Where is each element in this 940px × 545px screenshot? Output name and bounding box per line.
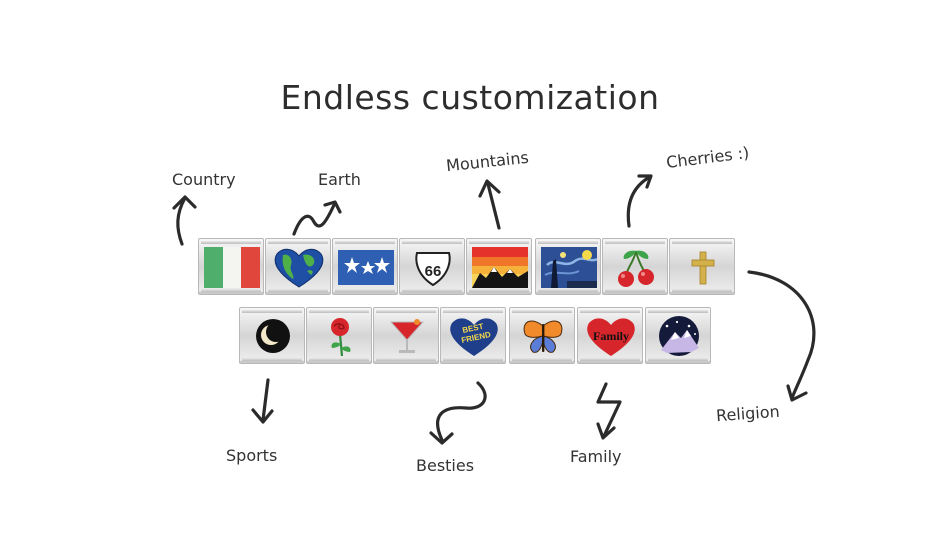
mountain-sunset-icon [472,247,528,288]
arrow-country-head [172,195,197,210]
cocktail-icon [389,319,425,353]
moon-icon [256,319,290,353]
label-country: Country [172,170,236,189]
arrow-cherries [626,176,650,228]
starry-night-icon [541,247,597,288]
arrow-cherries-head [637,174,653,189]
arrow-mountains-head [478,179,501,198]
cherries-icon [618,250,654,287]
arrow-religion [747,270,816,400]
charm-link-family: Family [577,307,643,364]
cross-icon [691,251,715,285]
arrow-mountains [486,182,501,230]
charm-link-earth [265,238,331,295]
arrow-country [176,196,187,246]
charm-link-cocktail [373,307,439,364]
butterfly-icon [523,320,563,353]
arrow-besties [436,381,487,442]
charm-link-route66: 66 [399,238,465,295]
label-sports: Sports [226,446,278,465]
route-66-text: 66 [425,263,442,280]
label-earth: Earth [318,170,361,189]
charm-link-italy [198,238,264,295]
arrow-family-head [596,422,616,440]
charm-link-stars [332,238,398,295]
best-text: BEST [462,322,485,335]
family-heart-icon: Family [587,318,635,356]
charm-link-starry-night [535,238,601,295]
charm-link-night-mountain [645,307,711,364]
arrow-earth [292,203,336,236]
label-besties: Besties [416,456,475,475]
arrow-religion-head [786,384,808,402]
rose-icon [331,318,351,357]
night-mountain-icon [659,316,699,356]
italy-flag-icon [204,247,260,288]
charm-link-rose [306,307,372,364]
charm-link-mountain-sunset [466,238,532,295]
arrow-besties-head [429,431,454,445]
family-text: Family [593,329,629,343]
arrow-family [596,382,622,438]
arrow-sports [261,378,270,422]
route-66-icon: 66 [415,252,451,287]
stars-icon [338,250,394,285]
page-title: Endless customization [280,78,660,117]
charm-link-best-friend: BEST FRIEND [440,307,506,364]
charm-link-moon [239,307,305,364]
best-friend-heart-icon: BEST FRIEND [450,318,498,356]
charm-link-cross [669,238,735,295]
charm-link-cherries [602,238,668,295]
charm-link-butterfly [509,307,575,364]
earth-heart-icon [274,248,324,288]
arrow-sports-head [251,408,274,424]
arrow-earth-head [323,200,342,214]
label-family: Family [570,447,622,466]
